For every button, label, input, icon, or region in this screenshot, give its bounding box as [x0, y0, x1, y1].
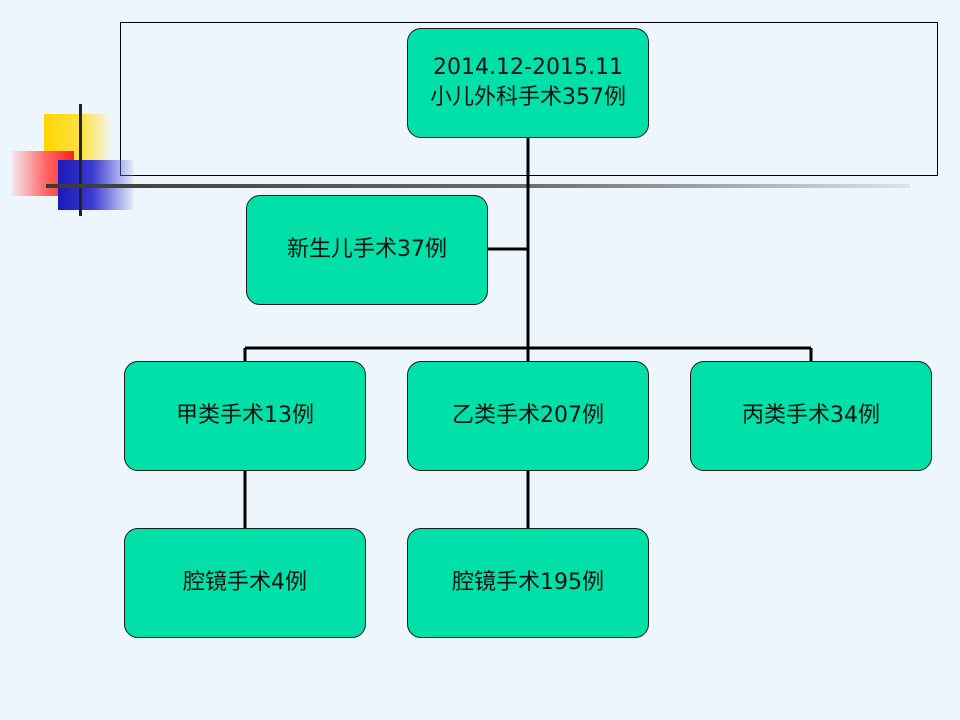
node-root-line2: 小儿外科手术357例: [430, 85, 626, 110]
node-root: 2014.12-2015.11 小儿外科手术357例: [407, 28, 649, 138]
title-rule: [46, 184, 910, 188]
node-category-c: 丙类手术34例: [690, 361, 932, 471]
node-category-c-label: 丙类手术34例: [742, 403, 880, 428]
decorative-vertical-line: [79, 104, 82, 216]
node-neonatal: 新生儿手术37例: [246, 195, 488, 305]
node-neonatal-label: 新生儿手术37例: [287, 237, 447, 262]
node-category-a-laparoscopic: 腔镜手术4例: [124, 528, 366, 638]
node-category-b-laparoscopic-label: 腔镜手术195例: [452, 570, 604, 595]
node-category-b: 乙类手术207例: [407, 361, 649, 471]
node-category-a-laparoscopic-label: 腔镜手术4例: [183, 570, 307, 595]
node-category-a: 甲类手术13例: [124, 361, 366, 471]
node-category-a-label: 甲类手术13例: [176, 403, 314, 428]
node-category-b-laparoscopic: 腔镜手术195例: [407, 528, 649, 638]
node-category-b-label: 乙类手术207例: [452, 403, 604, 428]
node-root-line1: 2014.12-2015.11: [433, 55, 623, 80]
